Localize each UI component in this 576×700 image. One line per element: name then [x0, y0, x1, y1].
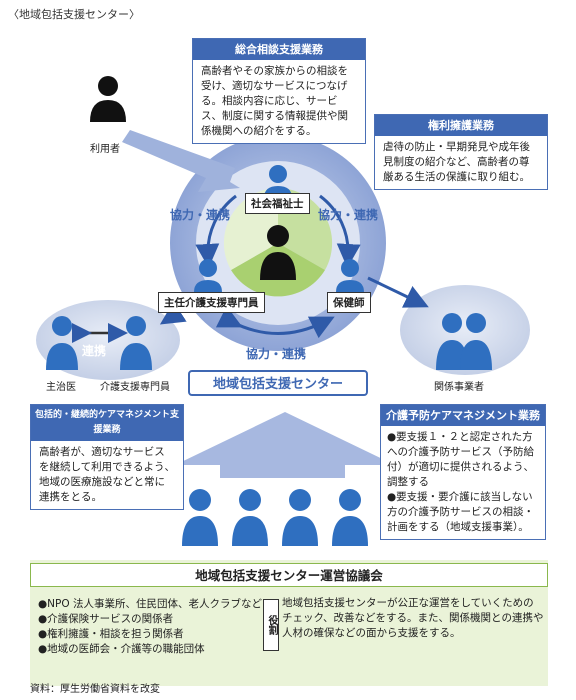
label-shujii: 主治医 [46, 382, 76, 393]
label-kyoryoku-right: 協力・連携 [318, 208, 379, 222]
center-person-icon [260, 225, 296, 280]
council-item: ●NPO 法人事業所、住民団体、老人クラブなど [38, 598, 262, 610]
user-person-icon [90, 76, 126, 122]
diagram-title: 〈地域包括支援センター〉 [8, 8, 140, 21]
label-renkei: 連携 [82, 344, 107, 358]
panel-houkatsu-title: 包括的・継続的ケアマネジメント支援業務 [31, 405, 183, 441]
panel-yobou-item: ●要支援・要介護に該当しない方の介護予防サービスの相談・計画をする（地域支援事業… [387, 491, 534, 533]
kankei-person-icon [436, 313, 492, 370]
panel-houkatsu: 包括的・継続的ケアマネジメント支援業務 高齢者が、適切なサービスを継続して利用で… [30, 404, 184, 510]
community-people-icons [182, 489, 368, 546]
role-hoken: 保健師 [327, 292, 371, 313]
council-role-description: 地域包括支援センターが公正な運営をしていくためのチェック、改善などをする。また、… [282, 597, 544, 639]
panel-sougou-title: 総合相談支援業務 [193, 39, 365, 60]
panel-sougou-body: 高齢者やその家族からの相談を受け、適切なサービスにつなげる。相談内容に応じ、サー… [201, 65, 348, 137]
panel-kenri-title: 権利擁護業務 [375, 115, 547, 136]
council-item: ●介護保険サービスの関係者 [38, 613, 174, 625]
panel-yobou: 介護予防ケアマネジメント業務 ●要支援１・２と認定された方への介護予防サービス（… [380, 404, 546, 540]
care-manager-person-icon [120, 316, 152, 370]
shunin-person-icon [194, 259, 222, 292]
label-kankei: 関係事業者 [434, 382, 484, 393]
user-arrow [122, 130, 240, 192]
role-shakai: 社会福祉士 [245, 193, 310, 214]
panel-sougou: 総合相談支援業務 高齢者やその家族からの相談を受け、適切なサービスにつなげる。相… [192, 38, 366, 144]
panel-yobou-item: ●要支援１・２と認定された方への介護予防サービス（予防給付）が適切に提供されるよ… [387, 431, 534, 488]
council-item: ●権利擁護・相談を担う関係者 [38, 628, 184, 640]
council-title: 地域包括支援センター運営協議会 [30, 563, 548, 587]
panel-houkatsu-body: 高齢者が、適切なサービスを継続して利用できるよう、地域の医療施設などと常に連携を… [39, 446, 175, 503]
council-item: ●地域の医師会・介護等の職能団体 [38, 643, 205, 655]
label-user: 利用者 [90, 144, 120, 155]
center-name-banner: 地域包括支援センター [188, 370, 368, 396]
source-note: 資料：厚生労働省資料を改変 [30, 684, 160, 695]
role-shunin: 主任介護支援専門員 [158, 292, 265, 313]
shujii-person-icon [46, 316, 78, 370]
label-care-manager: 介護支援専門員 [100, 382, 170, 393]
panel-kenri: 権利擁護業務 虐待の防止・早期発見や成年後見制度の紹介など、高齢者の尊厳ある生活… [374, 114, 548, 190]
right-group-circle [400, 285, 530, 375]
label-kyoryoku-bottom: 協力・連携 [246, 347, 307, 361]
label-kyoryoku-left: 協力・連携 [170, 208, 231, 222]
yakuwari-label: 役割 [263, 599, 279, 651]
hoken-person-icon [336, 259, 364, 292]
panel-kenri-body: 虐待の防止・早期発見や成年後見制度の紹介など、高齢者の尊厳ある生活の保護に取り組… [383, 141, 530, 183]
panel-yobou-title: 介護予防ケアマネジメント業務 [381, 405, 545, 426]
up-arrow [175, 412, 395, 478]
